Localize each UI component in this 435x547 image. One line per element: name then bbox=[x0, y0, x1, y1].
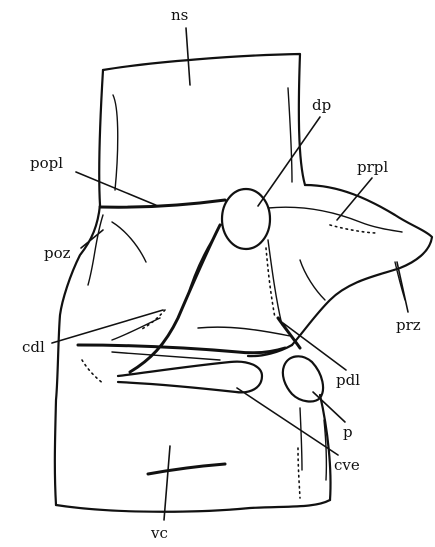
leader-ns bbox=[186, 28, 190, 85]
leader-vc bbox=[164, 446, 170, 520]
label-cdl: cdl bbox=[22, 338, 45, 356]
labels: ns dp popl prpl poz cdl prz pdl p cve vc bbox=[22, 6, 421, 542]
leader-popl bbox=[76, 172, 158, 206]
label-popl: popl bbox=[30, 154, 63, 172]
leader-p bbox=[313, 392, 345, 422]
leader-prz bbox=[397, 262, 408, 312]
vertebra-body bbox=[55, 185, 432, 512]
leader-dp bbox=[258, 117, 320, 206]
leader-poz bbox=[81, 230, 103, 248]
label-prpl: prpl bbox=[357, 158, 388, 176]
label-ns: ns bbox=[171, 6, 188, 24]
label-prz: prz bbox=[396, 316, 421, 334]
leader-lines bbox=[52, 28, 408, 520]
leader-cdl bbox=[52, 310, 163, 343]
centrum-texture bbox=[148, 408, 326, 498]
label-cve: cve bbox=[334, 456, 360, 474]
laminae bbox=[78, 200, 405, 384]
label-poz: poz bbox=[44, 244, 71, 262]
leader-cve bbox=[237, 388, 338, 455]
leader-pdl bbox=[283, 323, 346, 370]
label-dp: dp bbox=[312, 96, 331, 114]
label-vc: vc bbox=[150, 524, 168, 542]
label-pdl: pdl bbox=[336, 371, 360, 389]
label-p: p bbox=[343, 423, 353, 441]
